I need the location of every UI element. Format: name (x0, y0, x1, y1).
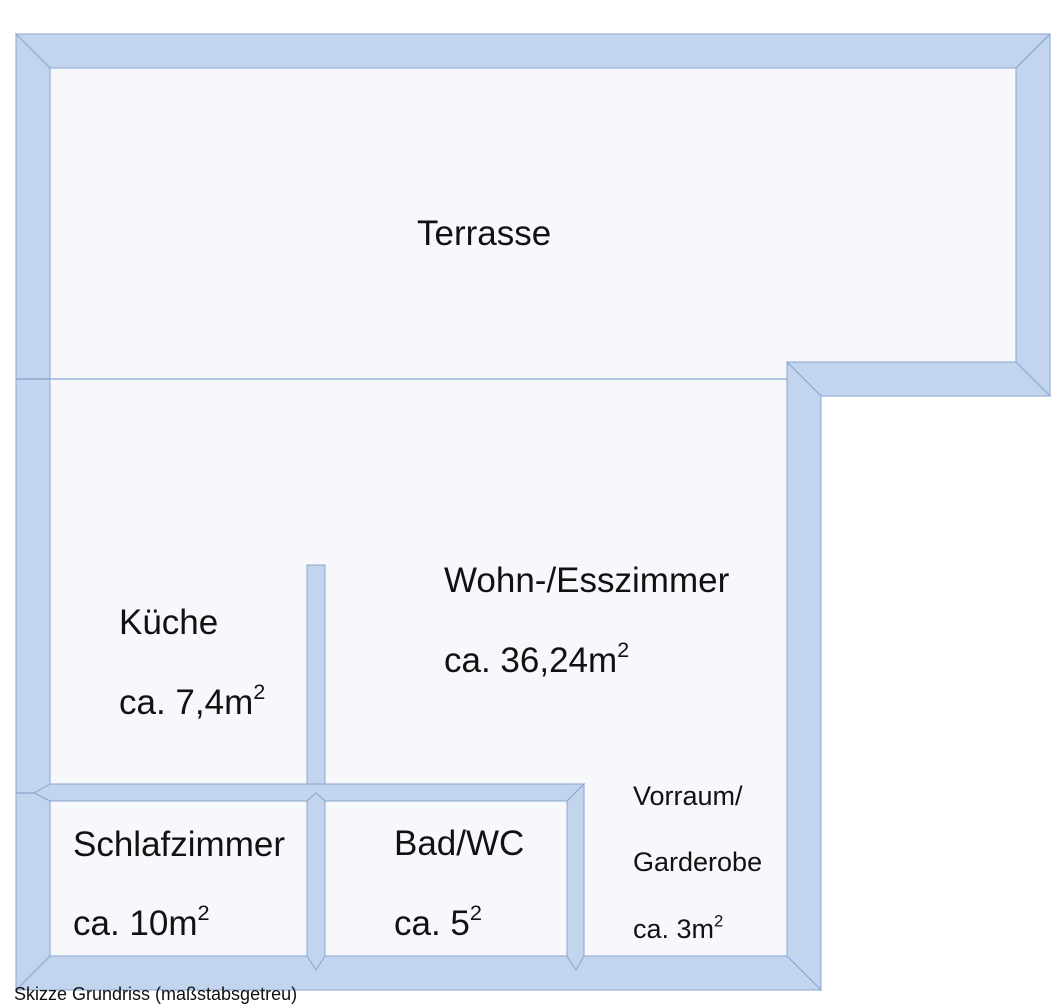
wohn-area-superscript: 2 (617, 636, 630, 662)
kueche-area-superscript: 2 (253, 678, 266, 704)
schlaf-area: ca. 10m (73, 904, 198, 943)
wohn-area-label: ca. 36,24m2 (444, 638, 629, 681)
plan-caption: Skizze Grundriss (maßstabsgetreu) (14, 984, 298, 1004)
bad-area-superscript: 2 (469, 899, 482, 925)
vorraum-name-line1: Vorraum/ (633, 781, 743, 811)
vorraum-area: ca. 3m (633, 914, 715, 944)
bad-area: ca. 5 (394, 904, 470, 943)
schlaf-name: Schlafzimmer (73, 825, 285, 864)
vorraum-area-superscript: 2 (714, 911, 724, 931)
wohn-area: ca. 36,24m (444, 641, 618, 680)
wall-top (14, 33, 1052, 69)
wall-kueche-divider (306, 564, 326, 785)
wohn-name: Wohn-/Esszimmer (444, 561, 730, 600)
wohn-name-label: Wohn-/Esszimmer (444, 561, 729, 601)
wall-right-upper (1015, 32, 1051, 398)
wall-schlaf-bad (306, 792, 326, 971)
terrasse-name: Terrasse (417, 214, 552, 253)
vorraum-name-line1-label: Vorraum/ (633, 781, 743, 812)
schlaf-area-superscript: 2 (197, 899, 210, 925)
kueche-area-label: ca. 7,4m2 (119, 680, 265, 723)
wall-step (785, 361, 1052, 397)
vorraum-name-line2-label: Garderobe (633, 847, 762, 878)
wall-bad-vorraum (566, 782, 585, 971)
vorraum-name-line2: Garderobe (633, 847, 763, 877)
wall-rooms-top (32, 783, 586, 802)
bad-name: Bad/WC (394, 824, 525, 863)
kueche-area: ca. 7,4m (119, 683, 254, 722)
bad-name-label: Bad/WC (394, 824, 524, 864)
kueche-name: Küche (119, 603, 219, 642)
floor-area (50, 68, 1016, 956)
wall-left (15, 32, 51, 992)
kueche-name-label: Küche (119, 603, 218, 643)
bad-area-label: ca. 52 (394, 901, 482, 944)
terrasse-label: Terrasse (417, 214, 551, 254)
vorraum-area-label: ca. 3m2 (633, 911, 724, 945)
wall-right-lower (786, 360, 822, 992)
schlaf-name-label: Schlafzimmer (73, 825, 285, 865)
schlaf-area-label: ca. 10m2 (73, 901, 210, 944)
